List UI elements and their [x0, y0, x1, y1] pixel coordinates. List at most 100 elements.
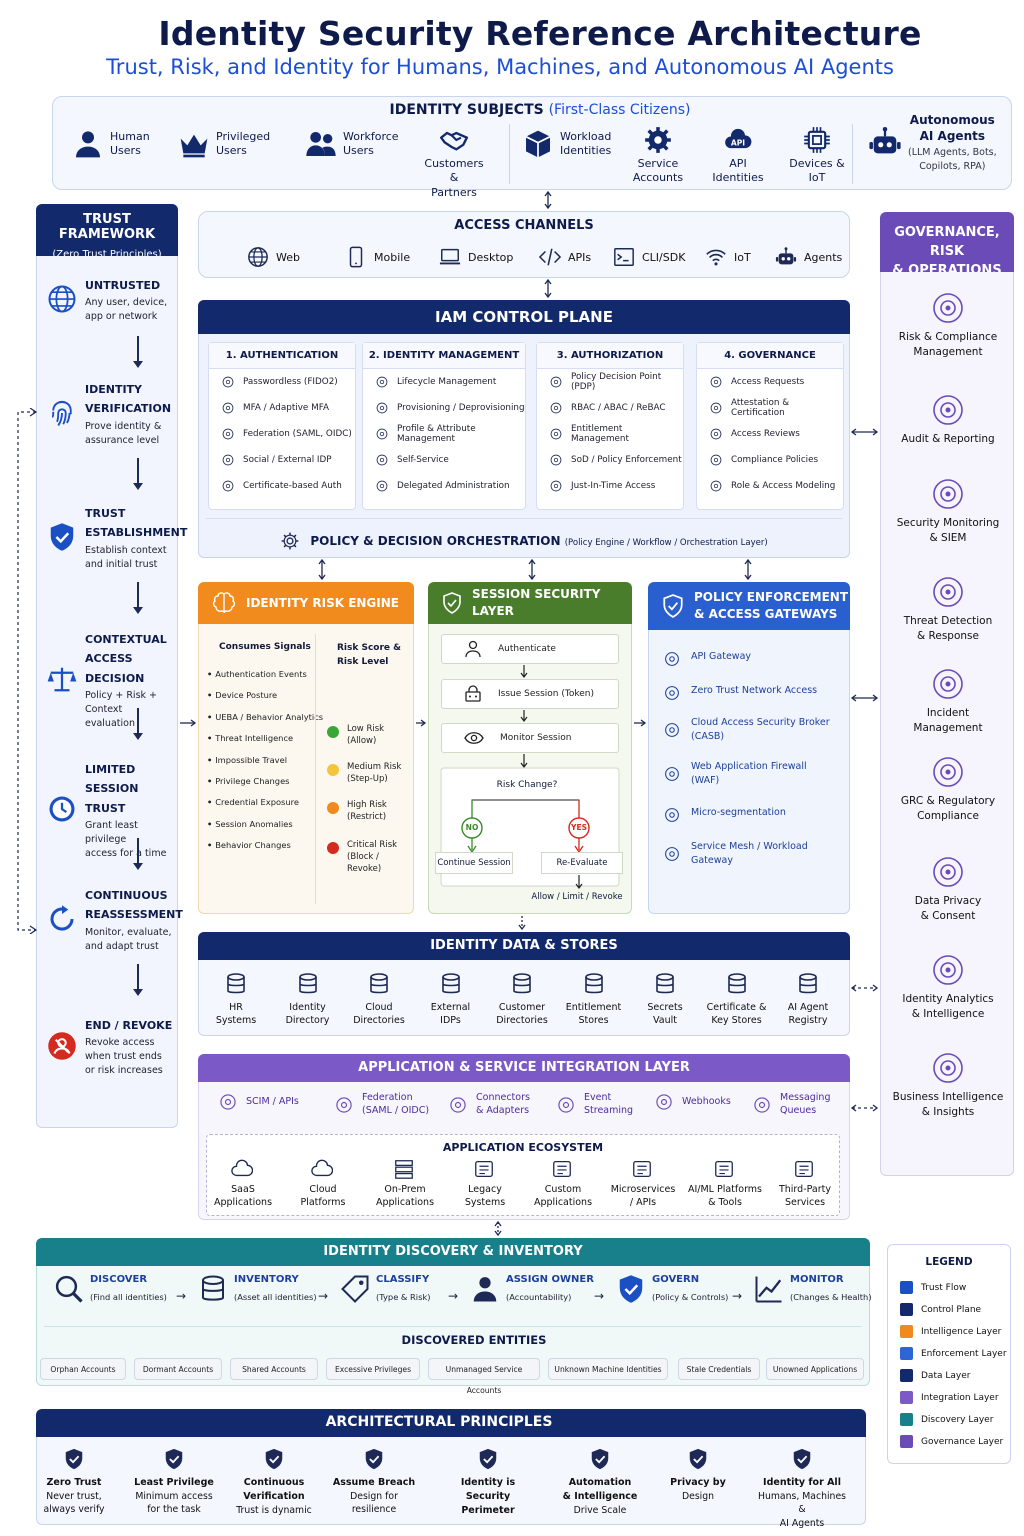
discovery-header: IDENTITY DISCOVERY & INVENTORY [36, 1238, 870, 1266]
scales-icon [45, 628, 79, 730]
legend-label: Integration Layer [921, 1392, 999, 1403]
subject-label: Devices & IoT [789, 157, 845, 185]
channel-web[interactable]: Web [247, 246, 300, 268]
enforcement-label: API Gateway [691, 651, 752, 662]
legend-item: Integration Layer [900, 1391, 999, 1404]
integration-label: SCIM / APIs [246, 1095, 299, 1107]
re-evaluate: Re-Evaluate [541, 852, 623, 874]
data-store-label: Certificate & Key Stores [706, 1002, 767, 1027]
globe-icon [247, 246, 269, 268]
gateway-icon [663, 684, 681, 702]
channel-label: APIs [568, 250, 592, 264]
enforcement-label: Service Mesh / Workload Gateway [691, 841, 808, 866]
iam-item: Compliance Policies [697, 447, 843, 473]
channel-clisdk[interactable]: CLI/SDK [613, 246, 685, 268]
discovery-step-4: GOVERN(Policy & Controls) [616, 1274, 728, 1304]
governance-item-6: Data Privacy & Consent [881, 856, 1015, 923]
trust-flow-arrow [133, 582, 143, 614]
trust-flow-arrow [133, 964, 143, 996]
control-icon [221, 453, 235, 467]
integration-item-4: Webhooks [654, 1092, 731, 1112]
iam-item: Just-In-Time Access [537, 473, 683, 499]
risk-dot [327, 764, 339, 776]
data-store-label: AI Agent Registry [787, 1002, 829, 1027]
risk-signal: Credential Exposure [207, 792, 323, 813]
risk-level-0: Low Risk (Allow) [327, 724, 384, 748]
fingerprint-icon [45, 378, 79, 447]
integration-label: Federation (SAML / OIDC) [362, 1092, 430, 1116]
database-icon [198, 1274, 228, 1304]
discovery-arrow: → [176, 1289, 187, 1303]
discovery-step-title: INVENTORY [234, 1274, 299, 1285]
channel-agents[interactable]: Agents [775, 246, 842, 268]
trust-flow-arrow [133, 838, 143, 870]
data-store-8: AI Agent Registry [772, 972, 844, 1028]
iam-item: Entitlement Management [537, 421, 683, 447]
legend-swatch [900, 1391, 913, 1404]
ecosystem-item-0: SaaS Applications [204, 1158, 282, 1210]
shield-check-icon [45, 502, 79, 571]
data-store-2: Cloud Directories [343, 972, 415, 1028]
iam-item: Certificate-based Auth [209, 473, 355, 499]
trust-step-desc: Policy + Risk + Context evaluation [85, 690, 157, 729]
iam-item-label: Self-Service [397, 455, 449, 465]
subject-label: Workload Identities [560, 129, 612, 157]
principle-title: Privacy by [670, 1477, 726, 1488]
risk-change-label: Risk Change? [496, 780, 558, 790]
trust-step-title: IDENTITY VERIFICATION [85, 383, 172, 416]
principle-icon [477, 1448, 499, 1470]
legend-item: Discovery Layer [900, 1413, 993, 1426]
channel-mobile[interactable]: Mobile [345, 246, 410, 268]
target-icon [932, 292, 964, 324]
principle-title: Identity is Security Perimeter [460, 1477, 516, 1516]
subject-ai-agents: Autonomous AI Agents(LLM Agents, Bots, C… [868, 112, 997, 173]
control-icon [375, 375, 389, 389]
discovery-arrow: → [448, 1289, 459, 1303]
risk-signal: Behavior Changes [207, 835, 323, 856]
governance-label: GRC & Regulatory Compliance [900, 795, 996, 822]
enforcement-item-3: Web Application Firewall (WAF) [663, 760, 807, 788]
entity-pill: Dormant Accounts [134, 1358, 222, 1380]
integration-icon [448, 1095, 468, 1115]
governance-label: Threat Detection & Response [903, 615, 993, 642]
data-store-0: HR Systems [200, 972, 272, 1028]
governance-label: Business Intelligence & Insights [892, 1091, 1004, 1118]
channel-apis[interactable]: APIs [539, 246, 591, 268]
legend-label: Data Layer [921, 1370, 971, 1381]
subjects-divider [509, 124, 510, 184]
trust-framework-header: TRUST FRAMEWORK(Zero Trust Principles) [36, 204, 178, 260]
signals-list: Authentication EventsDevice PostureUEBA … [207, 664, 323, 857]
session-step-issue: Issue Session (Token) [441, 679, 619, 709]
legend-swatch [900, 1413, 913, 1426]
ecosystem-label: Third-Party Services [778, 1184, 832, 1208]
robot-icon [868, 125, 902, 159]
globe-icon [45, 274, 79, 324]
ecosystem-label: Legacy Systems [464, 1184, 506, 1208]
principles-header: ARCHITECTURAL PRINCIPLES [36, 1409, 866, 1437]
monitor-icon [932, 478, 964, 510]
principle-desc: Minimum access for the task [135, 1490, 213, 1516]
discovery-step-5: MONITOR(Changes & Health) [754, 1274, 872, 1304]
shield-check-icon [662, 594, 684, 618]
channel-desktop[interactable]: Desktop [439, 246, 513, 268]
channel-iot[interactable]: IoT [705, 246, 751, 268]
data-store-label: HR Systems [215, 1002, 257, 1027]
ai-agents-title: Autonomous AI Agents [909, 113, 995, 144]
governance-header: GOVERNANCE, RISK & OPERATIONS [880, 212, 1014, 278]
trust-step-title: END / REVOKE [85, 1019, 173, 1032]
risk-signal: Privilege Changes [207, 771, 323, 792]
ecosystem-label: Custom Applications [533, 1184, 593, 1208]
discovery-step-title: CLASSIFY [376, 1274, 430, 1285]
channel-label: Web [276, 250, 300, 264]
no-badge: NO [465, 823, 479, 832]
integration-item-3: Event Streaming [556, 1092, 633, 1118]
data-store-3: External IDPs [415, 972, 487, 1028]
subject-5: Service Accounts [624, 126, 692, 186]
principle-desc: Trust is dynamic [236, 1504, 312, 1516]
principle-icon [791, 1448, 813, 1470]
